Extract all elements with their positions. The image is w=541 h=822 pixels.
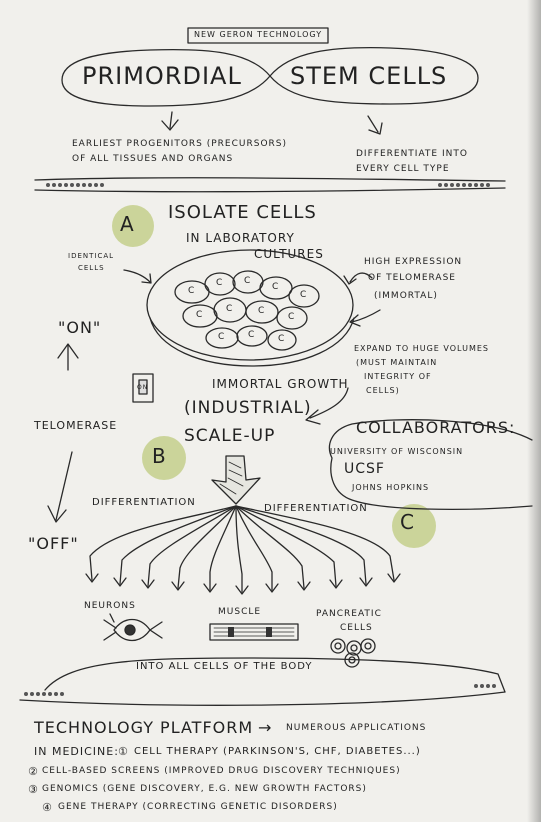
platform-applications: NUMEROUS APPLICATIONS	[286, 723, 427, 733]
highlight-c	[392, 504, 436, 548]
collaborator-ucsf: UCSF	[344, 461, 385, 477]
muscle-fiber	[209, 623, 299, 641]
tissue-dots-bottom	[24, 684, 496, 696]
cell-label: C	[244, 276, 252, 286]
cultures-line: CULTURES	[254, 247, 324, 261]
cell-label: C	[272, 282, 280, 292]
differentiate-line2: EVERY CELL TYPE	[356, 164, 450, 174]
arrow-to-differentiate	[367, 115, 383, 135]
pancreatic-label-2: CELLS	[340, 623, 373, 633]
arrow-to-progenitors	[161, 111, 179, 131]
all-cells-label: INTO ALL CELLS OF THE BODY	[136, 661, 313, 672]
highlight-b	[142, 436, 186, 480]
step-c-marker: C	[400, 510, 415, 534]
switch-body	[132, 373, 154, 403]
header-tag: NEW GERON TECHNOLOGY	[194, 30, 323, 39]
title-bubble	[61, 47, 479, 107]
progenitors-line2: OF ALL TISSUES AND ORGANS	[72, 154, 234, 164]
collaborators-title: COLLABORATORS:	[356, 418, 516, 437]
application-4-text: GENE THERAPY (CORRECTING GENETIC DISORDE…	[58, 802, 338, 812]
telomerase-expression-line2: OF TELOMERASE	[368, 273, 456, 283]
telomerase-on-label: "ON"	[58, 318, 102, 337]
switch-toggle	[138, 379, 148, 395]
muscle-nuclei	[228, 627, 272, 637]
tissue-dots-top	[46, 183, 490, 187]
cell-label: C	[216, 278, 224, 288]
expand-line4: CELLS)	[366, 386, 400, 395]
cell-label: C	[288, 312, 296, 322]
arrow-expand	[349, 309, 381, 327]
immortal-growth-label: IMMORTAL GROWTH	[212, 377, 349, 391]
cell-label: C	[300, 290, 308, 300]
platform-title: TECHNOLOGY PLATFORM	[34, 718, 254, 737]
expand-line1: EXPAND TO HUGE VOLUMES	[354, 344, 489, 353]
differentiation-left: DIFFERENTIATION	[92, 497, 196, 508]
collaborator-wisconsin: UNIVERSITY OF WISCONSIN	[330, 447, 464, 456]
collaborators-bubble	[328, 419, 533, 511]
laboratory-line: IN LABORATORY	[186, 231, 295, 245]
platform-arrow: →	[258, 718, 273, 737]
muscle-label: MUSCLE	[218, 607, 262, 617]
differentiation-right: DIFFERENTIATION	[264, 503, 368, 514]
arrow-up-on	[57, 343, 79, 371]
telomerase-expression-line3: (IMMORTAL)	[374, 291, 438, 301]
title-stem-cells: STEM CELLS	[290, 62, 448, 90]
tissue-band-top	[34, 177, 506, 193]
cell-label: C	[278, 334, 286, 344]
expand-line2: (MUST MAINTAIN	[356, 358, 438, 367]
differentiation-arrowheads	[85, 573, 401, 595]
neuron-cell	[103, 613, 163, 642]
isolate-cells-title: ISOLATE CELLS	[168, 202, 317, 223]
application-2-text: CELL-BASED SCREENS (IMPROVED DRUG DISCOV…	[42, 766, 401, 776]
application-3-number: ③	[28, 783, 39, 796]
arrow-telomerase-expression	[343, 272, 373, 285]
cell-label: C	[258, 306, 266, 316]
step-b-marker: B	[152, 444, 167, 468]
header-tag-box	[187, 27, 329, 44]
culture-cells	[174, 270, 320, 351]
platform-medicine: IN MEDICINE:	[34, 745, 119, 758]
petri-dish-outer	[146, 249, 354, 361]
arrow-down-off	[47, 451, 73, 523]
highlight-a	[112, 205, 154, 247]
cell-label: C	[218, 332, 226, 342]
progenitors-line1: EARLIEST PROGENITORS (PRECURSORS)	[72, 139, 288, 149]
application-1-number: ①	[118, 745, 129, 758]
big-down-arrow	[211, 455, 261, 505]
identical-cells-line1: IDENTICAL	[68, 252, 115, 260]
arrow-to-scale-up	[305, 387, 349, 425]
neuron-nucleus	[124, 624, 136, 636]
collaborator-johns-hopkins: JOHNS HOPKINS	[352, 483, 430, 492]
switch-icon-label: ON	[137, 384, 149, 391]
pancreatic-cell-cluster	[330, 638, 376, 668]
big-arrow-hatch	[219, 461, 244, 495]
cell-label: C	[248, 330, 256, 340]
tissue-slab-bottom	[19, 657, 506, 706]
muscle-striations	[213, 627, 295, 637]
title-primordial: PRIMORDIAL	[82, 62, 242, 90]
industrial-label: (INDUSTRIAL)	[184, 398, 312, 418]
arrow-identical-cells	[123, 269, 152, 284]
telomerase-expression-line1: HIGH EXPRESSION	[364, 257, 463, 267]
pancreatic-label-1: PANCREATIC	[316, 609, 382, 619]
application-3-text: GENOMICS (GENE DISCOVERY, E.G. NEW GROWT…	[42, 784, 367, 794]
petri-dish-rim	[149, 317, 355, 367]
step-a-marker: A	[120, 212, 135, 236]
differentiation-arrows	[89, 505, 395, 593]
cell-label: C	[188, 286, 196, 296]
scale-up-label: SCALE-UP	[184, 426, 276, 446]
neurons-label: NEURONS	[84, 601, 136, 611]
cell-label: C	[196, 310, 204, 320]
application-4-number: ④	[42, 801, 53, 814]
telomerase-off-label: "OFF"	[28, 534, 79, 553]
cell-label: C	[226, 304, 234, 314]
application-2-number: ②	[28, 765, 39, 778]
expand-line3: INTEGRITY OF	[364, 372, 432, 381]
identical-cells-line2: CELLS	[78, 264, 105, 272]
telomerase-label: TELOMERASE	[34, 419, 118, 432]
differentiate-line1: DIFFERENTIATE INTO	[356, 149, 468, 159]
application-1-text: CELL THERAPY (PARKINSON'S, CHF, DIABETES…	[134, 746, 421, 757]
